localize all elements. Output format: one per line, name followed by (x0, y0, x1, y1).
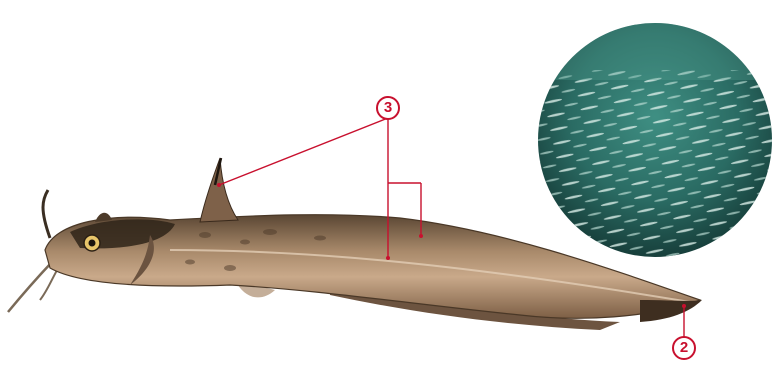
callout-3: 3 (376, 96, 400, 120)
fish-school-inset (530, 20, 772, 270)
callout-2: 2 (672, 336, 696, 360)
